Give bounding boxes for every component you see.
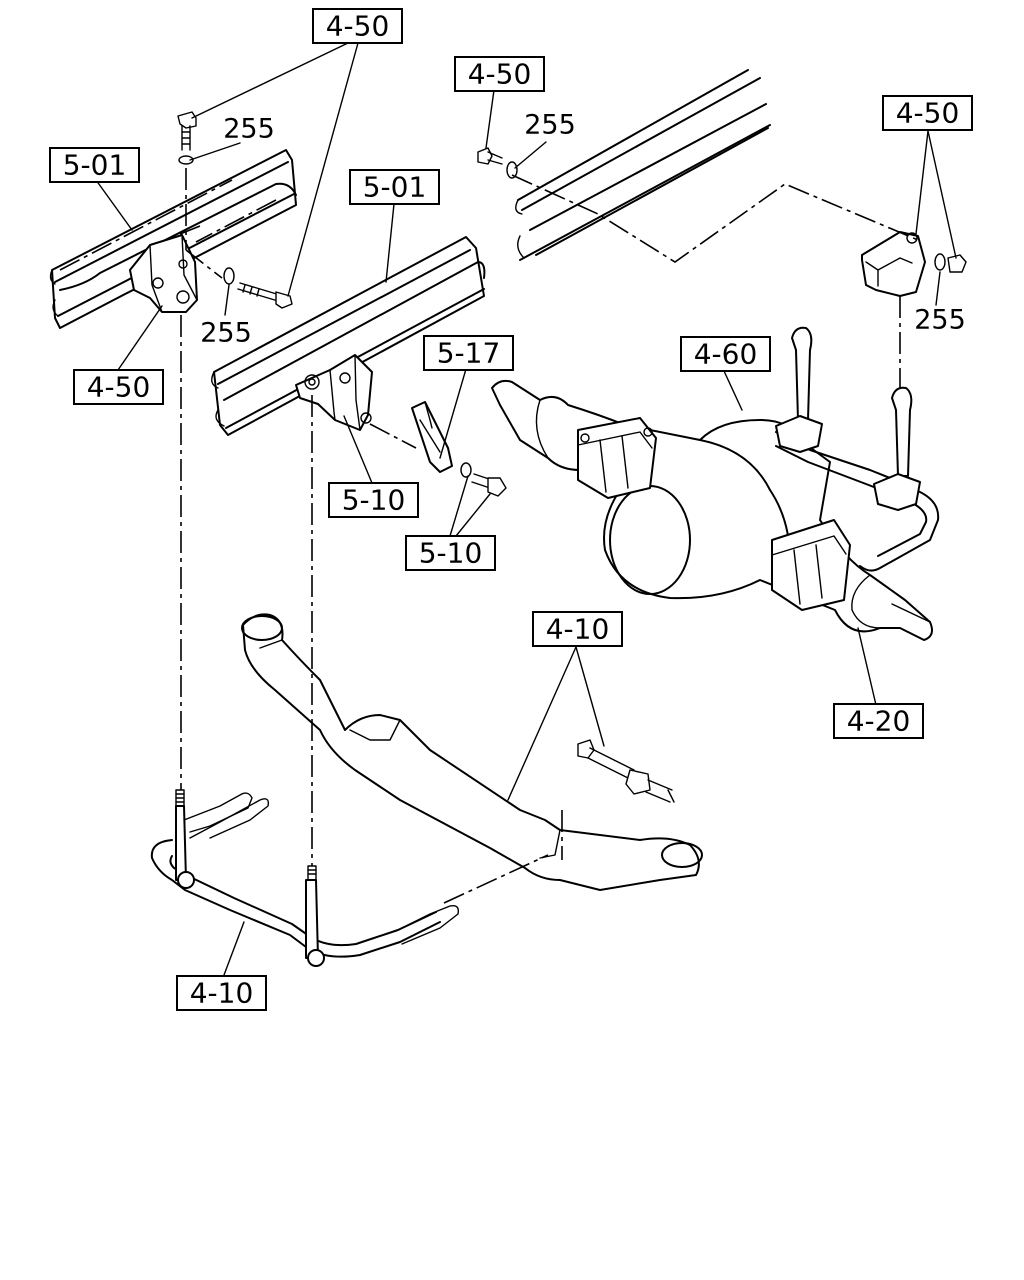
rear-stabilizer-link-left [775,326,823,453]
front-stabilizer-link-right [305,865,460,967]
frame-rail-center [211,236,486,436]
callout-text: 5-01 [363,171,427,204]
phantom-lines [59,168,919,904]
callout-text: 5-01 [63,149,127,182]
frame-rail-right [515,69,771,261]
bolt-vertical-top-left [177,111,197,151]
washer-top-left [178,155,194,165]
callout-4-50-right: 4-50 [882,95,973,131]
callout-text: 4-50 [87,371,151,404]
callout-4-60: 4-60 [680,336,771,372]
callout-5-01-left: 5-01 [49,147,140,183]
callout-text: 4-10 [190,977,254,1010]
callout-text: 4-60 [694,338,758,371]
washer-5-10 [460,462,472,478]
callout-text: 5-10 [342,484,406,517]
rear-spring-seat-left [577,417,657,499]
callout-text: 4-50 [896,97,960,130]
callout-255-right: 255 [914,305,966,336]
bolt-right-top [477,147,503,165]
callout-4-50-top-center: 4-50 [454,56,545,92]
callout-5-10-lower: 5-10 [405,535,496,571]
callout-4-50-left: 4-50 [73,369,164,405]
callout-5-10-upper: 5-10 [328,482,419,518]
rear-bracket-right [861,231,926,297]
washer-right-top [506,161,518,179]
rear-stabilizer-link-right [873,386,921,511]
front-bracket-left [129,234,198,313]
nut-right-bracket [947,254,967,273]
leader-lines [95,42,957,976]
callout-4-20: 4-20 [833,703,924,739]
rear-axle-housing [491,379,933,641]
callout-text: 4-10 [546,613,610,646]
bolt-5-10 [471,473,507,497]
callout-255-top-left: 255 [223,114,275,145]
callout-5-17: 5-17 [423,335,514,371]
callout-text: 5-17 [437,337,501,370]
washer-right-bracket [934,253,946,271]
shackle-5-17 [411,401,453,473]
front-stabilizer-bar [150,839,441,958]
callout-4-10-bottom: 4-10 [176,975,267,1011]
washer-left [223,267,235,285]
front-axle-beam [241,613,703,891]
callout-5-01-center: 5-01 [349,169,440,205]
rear-spring-seat-right [771,519,851,611]
callout-255-left: 255 [200,318,252,349]
front-shackle-bracket [295,354,373,431]
callout-text: 5-10 [419,537,483,570]
callout-text: 4-20 [847,705,911,738]
callout-4-50-top-left: 4-50 [312,8,403,44]
callout-text: 4-50 [326,10,390,43]
bolt-horizontal-left [237,282,293,309]
front-stabilizer-link-left [175,789,270,889]
front-kingpin [577,739,675,803]
callout-4-10-center: 4-10 [532,611,623,647]
callout-255-top-center: 255 [524,110,576,141]
callout-text: 4-50 [468,58,532,91]
